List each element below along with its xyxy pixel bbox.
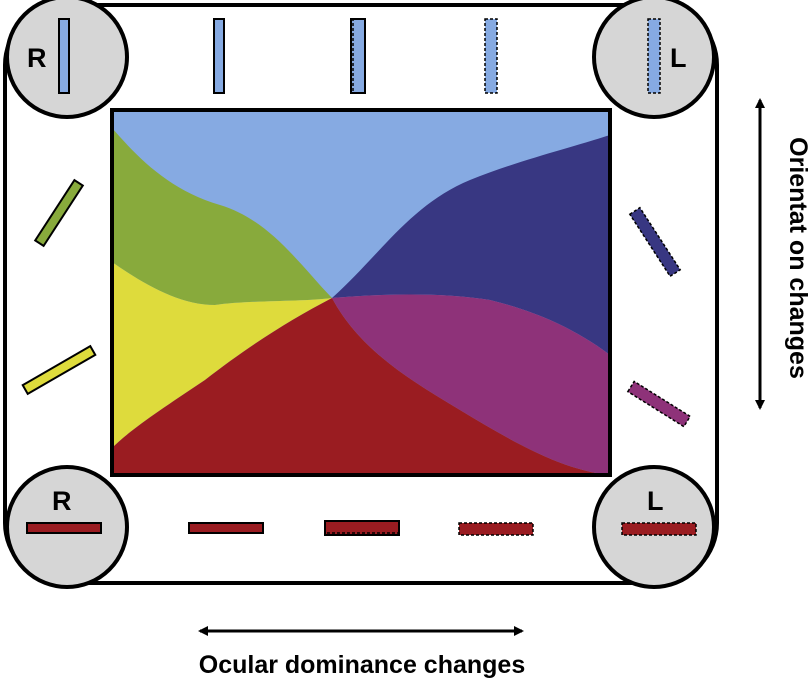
bar-left-green	[33, 178, 85, 248]
eye-label-bottom-left: R	[52, 486, 72, 516]
bar-top-5	[647, 18, 661, 94]
map-border	[110, 108, 612, 477]
bar-left-yellow	[21, 344, 97, 396]
bar-top-2	[213, 18, 225, 94]
bar-bottom-2	[188, 522, 264, 534]
bar-bottom-5	[621, 522, 697, 536]
bar-top-1	[58, 18, 70, 94]
map-region-green	[112, 128, 332, 305]
orientation-axis-label: Orientat on changes	[784, 137, 811, 379]
bar-right-dark-blue	[628, 206, 682, 278]
ocular-dominance-axis-label: Ocular dominance changes	[199, 651, 526, 679]
map-region-red	[112, 298, 610, 475]
bar-top-4	[484, 18, 498, 94]
bar-bottom-1	[26, 522, 102, 534]
map-region-magenta	[332, 294, 610, 475]
map-region-yellow	[112, 262, 332, 448]
bar-top-3-dashed	[352, 18, 366, 94]
bar-bottom-3-dashed	[324, 520, 400, 534]
eye-label-top-left: R	[27, 43, 47, 73]
eye-label-top-right: L	[670, 43, 687, 73]
eye-label-bottom-right: L	[647, 486, 664, 516]
bar-right-magenta	[626, 380, 692, 428]
map-region-dark-blue	[332, 135, 610, 355]
orientation-map	[110, 108, 612, 477]
bar-bottom-4	[458, 522, 534, 536]
